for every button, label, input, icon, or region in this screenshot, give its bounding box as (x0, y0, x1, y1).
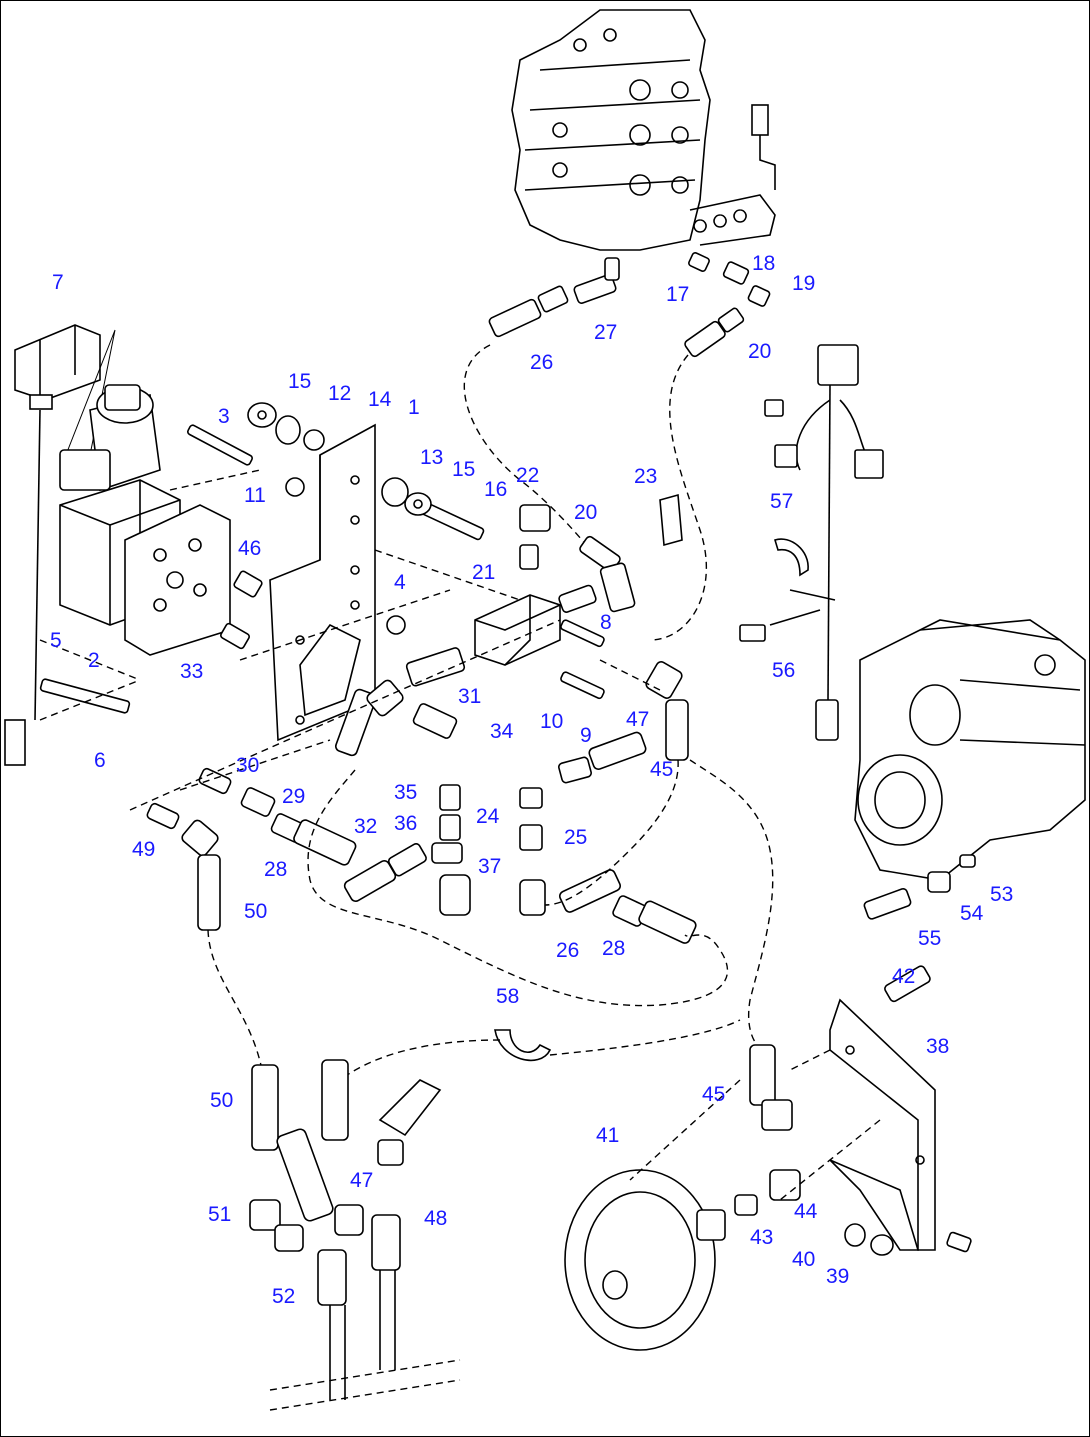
callout-33: 33 (180, 660, 203, 683)
callout-40: 40 (792, 1248, 815, 1271)
callout-25: 25 (564, 826, 587, 849)
callout-17: 17 (666, 283, 689, 306)
callout-4: 4 (394, 571, 406, 594)
callout-58: 58 (496, 985, 519, 1008)
wire-harness-drawing (739, 344, 884, 741)
callout-52: 52 (272, 1285, 295, 1308)
callout-42: 42 (892, 965, 915, 988)
bracket-plate-drawing (269, 423, 406, 742)
callout-30: 30 (236, 754, 259, 777)
callout-16: 16 (484, 478, 507, 501)
callout-21: 21 (472, 561, 495, 584)
callout-41: 41 (596, 1124, 619, 1147)
callout-14: 14 (368, 388, 392, 411)
callout-27: 27 (594, 321, 617, 344)
transmission-drawing (854, 619, 1086, 920)
callout-6: 6 (94, 749, 106, 772)
callout-45: 45 (702, 1083, 725, 1106)
callout-11: 11 (244, 484, 266, 507)
callout-36: 36 (394, 812, 417, 835)
callout-15: 15 (452, 458, 475, 481)
callout-48: 48 (424, 1207, 447, 1230)
callout-35: 35 (394, 781, 417, 804)
washers (247, 402, 432, 516)
callout-39: 39 (826, 1265, 849, 1288)
clamps (339, 493, 741, 1081)
callout-50: 50 (244, 900, 267, 923)
callout-50: 50 (210, 1089, 233, 1112)
callout-28: 28 (602, 937, 625, 960)
top-hoses (463, 285, 745, 641)
callout-53: 53 (990, 883, 1013, 906)
callout-19: 19 (792, 272, 815, 295)
callout-51: 51 (208, 1203, 231, 1226)
callout-23: 23 (634, 465, 657, 488)
callout-3: 3 (218, 405, 230, 428)
callout-32: 32 (354, 815, 377, 838)
callout-12: 12 (328, 382, 351, 405)
callout-55: 55 (918, 927, 941, 950)
callout-57: 57 (770, 490, 793, 513)
callout-49: 49 (132, 838, 155, 861)
callout-24: 24 (476, 805, 500, 828)
callout-56: 56 (772, 659, 795, 682)
callout-7: 7 (52, 271, 64, 294)
callout-26: 26 (556, 939, 579, 962)
callout-38: 38 (926, 1035, 949, 1058)
bottom-piping-drawing (249, 1059, 461, 1411)
callout-46: 46 (238, 537, 261, 560)
callout-15: 15 (288, 370, 311, 393)
callout-20: 20 (748, 340, 771, 363)
callout-47: 47 (350, 1169, 373, 1192)
callout-13: 13 (420, 446, 443, 469)
callout-47: 47 (626, 708, 649, 731)
callout-45: 45 (650, 758, 673, 781)
callout-26: 26 (530, 351, 553, 374)
valve-fittings (573, 252, 771, 307)
callout-10: 10 (540, 710, 563, 733)
callout-2: 2 (88, 649, 100, 672)
mid-hoses (146, 661, 774, 1071)
callout-31: 31 (458, 685, 481, 708)
leader-lines (39, 469, 881, 1201)
callout-20: 20 (574, 501, 597, 524)
callout-34: 34 (490, 720, 514, 743)
callout-1: 1 (408, 396, 420, 419)
solenoid-valve-drawing (4, 324, 231, 766)
callout-28: 28 (264, 858, 287, 881)
callout-44: 44 (794, 1200, 818, 1223)
horn-assembly-drawing (564, 965, 972, 1351)
callout-8: 8 (600, 611, 612, 634)
callout-29: 29 (282, 785, 305, 808)
callout-37: 37 (478, 855, 501, 878)
callout-43: 43 (750, 1226, 773, 1249)
control-valve-drawing (511, 9, 776, 251)
callout-54: 54 (960, 902, 984, 925)
callout-9: 9 (580, 724, 592, 747)
callout-labels: 7 3 15 12 14 1 13 15 16 22 11 46 20 21 2… (50, 252, 1013, 1308)
callout-22: 22 (516, 464, 539, 487)
callout-5: 5 (50, 629, 62, 652)
callout-18: 18 (752, 252, 775, 275)
bolts (39, 424, 605, 714)
